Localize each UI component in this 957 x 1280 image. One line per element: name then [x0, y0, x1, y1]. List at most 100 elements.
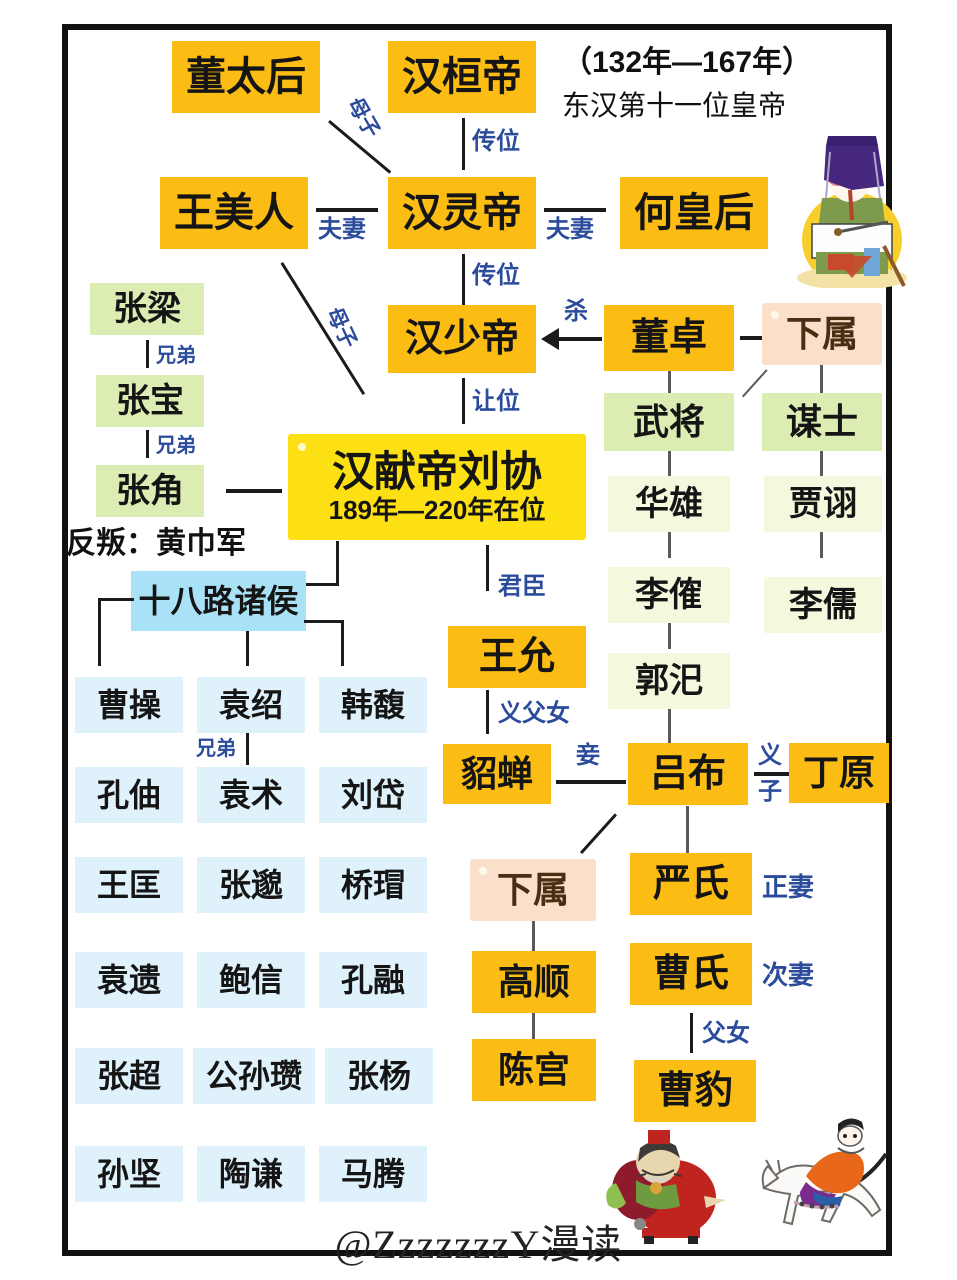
corner-dot-icon: [479, 867, 487, 875]
node-label: 何皇后: [634, 191, 754, 235]
kill-arrow-head: [541, 328, 559, 350]
lord-cell[interactable]: 张邈: [197, 857, 305, 913]
lord-cell[interactable]: 公孙瓒: [193, 1048, 315, 1104]
lord-cell[interactable]: 袁遗: [75, 952, 183, 1008]
node-he-huanghou[interactable]: 何皇后: [620, 177, 768, 249]
node-jia-xu[interactable]: 贾诩: [764, 476, 882, 532]
lord-cell[interactable]: 张超: [75, 1048, 183, 1104]
line-dongzhuo-subordinate: [740, 336, 762, 340]
node-ding-yuan[interactable]: 丁原: [789, 743, 889, 803]
node-han-lingdi[interactable]: 汉灵帝: [388, 177, 536, 249]
lord-label: 鲍信: [218, 962, 283, 998]
node-label: 武将: [632, 401, 705, 442]
node-han-shaodi[interactable]: 汉少帝: [388, 305, 536, 373]
relation-brothers-1: 兄弟: [156, 345, 196, 367]
node-zhang-jue[interactable]: 张角: [96, 465, 204, 517]
line-adopted-son: [754, 772, 796, 776]
lord-cell[interactable]: 曹操: [75, 677, 183, 733]
node-label: 汉少帝: [404, 318, 519, 360]
lord-cell[interactable]: 鲍信: [197, 952, 305, 1008]
node-label: 曹氏: [652, 953, 729, 995]
node-gao-shun[interactable]: 高顺: [472, 951, 596, 1013]
lord-cell[interactable]: 刘岱: [319, 767, 427, 823]
relation-main-wife: 正妻: [762, 872, 815, 902]
node-label: 严氏: [652, 863, 729, 905]
watermark: @ZzzzzzzY漫读: [334, 1222, 623, 1267]
relation-abdicate-1: 传位: [472, 128, 520, 155]
node-eighteen-lords[interactable]: 十八路诸侯: [131, 571, 306, 631]
lord-cell[interactable]: 桥瑁: [319, 857, 427, 913]
lord-cell[interactable]: 张杨: [325, 1048, 433, 1104]
node-subtitle: 189年—220年在位: [328, 495, 546, 525]
emperor-illustration: [797, 136, 907, 288]
node-cao-bao[interactable]: 曹豹: [634, 1060, 756, 1122]
lord-cell[interactable]: 韩馥: [319, 677, 427, 733]
node-label: 曹豹: [656, 1070, 733, 1112]
lord-label: 韩馥: [340, 687, 405, 723]
node-wang-meiren[interactable]: 王美人: [160, 177, 308, 249]
node-guo-si[interactable]: 郭汜: [608, 653, 730, 709]
node-label: 董卓: [630, 317, 707, 359]
node-label: 张宝: [116, 382, 184, 420]
lord-label: 袁遗: [96, 962, 161, 998]
lord-label: 孔融: [340, 962, 405, 998]
lord-cell[interactable]: 陶谦: [197, 1146, 305, 1202]
node-hua-xiong[interactable]: 华雄: [608, 476, 730, 532]
node-label: 贾诩: [789, 485, 857, 523]
line-lords-left-v: [98, 598, 101, 666]
line-lords-left-h: [98, 598, 134, 601]
lord-cell[interactable]: 王匡: [75, 857, 183, 913]
lord-label: 袁绍: [218, 687, 283, 723]
lord-cell[interactable]: 袁术: [197, 767, 305, 823]
node-li-jue[interactable]: 李傕: [608, 567, 730, 623]
node-subordinate-lvbu[interactable]: 下属: [470, 859, 596, 921]
line-couple-2: [544, 208, 606, 212]
horseman-illustration: [761, 1118, 888, 1226]
node-han-xiandi[interactable]: 汉献帝刘协 189年—220年在位: [288, 434, 586, 540]
line-brothers-2: [146, 430, 149, 458]
node-subordinate-dongzhuo[interactable]: 下属: [762, 303, 882, 365]
lord-cell[interactable]: 袁绍: [197, 677, 305, 733]
node-dong-taihou[interactable]: 董太后: [172, 41, 320, 113]
lord-label: 马腾: [340, 1156, 405, 1192]
line-lords-right-v: [341, 620, 344, 666]
relation-yield-throne: 让位: [472, 388, 520, 415]
line-dongzhuo-wujiang: [668, 371, 671, 393]
line-abdicate-2: [462, 254, 465, 306]
node-dong-zhuo[interactable]: 董卓: [604, 305, 734, 371]
line-abdicate-1: [462, 118, 465, 170]
node-wujiang[interactable]: 武将: [604, 393, 734, 451]
node-li-ru[interactable]: 李儒: [764, 577, 882, 633]
relation-brothers-yuan: 兄弟: [196, 738, 236, 760]
line-ruler-minister: [486, 545, 489, 591]
node-chen-gong[interactable]: 陈宫: [472, 1039, 596, 1101]
node-zhang-bao[interactable]: 张宝: [96, 375, 204, 427]
line-gaoshun-chengong: [532, 1013, 535, 1039]
lord-label: 桥瑁: [340, 867, 405, 903]
lord-cell[interactable]: 孔伷: [75, 767, 183, 823]
relation-adoptive-father-daughter: 义父女: [498, 700, 570, 727]
node-diao-chan[interactable]: 貂蝉: [443, 744, 551, 804]
relation-adopted-son-bottom: 子: [758, 778, 782, 805]
line-zhangjue-xiandi: [226, 489, 282, 493]
node-lv-bu[interactable]: 吕布: [628, 743, 748, 805]
line-lords-right-h: [304, 620, 344, 623]
lord-label: 张超: [96, 1058, 161, 1094]
lord-cell[interactable]: 孙坚: [75, 1146, 183, 1202]
node-wang-yun[interactable]: 王允: [448, 626, 586, 688]
node-label: 王允: [478, 636, 555, 678]
lord-label: 刘岱: [340, 777, 405, 813]
node-han-huandi[interactable]: 汉桓帝: [388, 41, 536, 113]
node-label: 十八路诸侯: [138, 583, 299, 619]
node-label: 张角: [116, 472, 184, 510]
node-cao-shi[interactable]: 曹氏: [630, 943, 752, 1005]
lord-cell[interactable]: 马腾: [319, 1146, 427, 1202]
lord-cell[interactable]: 孔融: [319, 952, 427, 1008]
node-zhang-liang[interactable]: 张梁: [90, 283, 204, 335]
line-wujiang-huaxiong: [668, 451, 671, 476]
node-moushi[interactable]: 谋士: [762, 393, 882, 451]
node-yan-shi[interactable]: 严氏: [630, 853, 752, 915]
line-moushi-jiaxu: [820, 451, 823, 476]
node-label: 下属: [785, 313, 858, 354]
node-label: 王美人: [174, 191, 294, 235]
